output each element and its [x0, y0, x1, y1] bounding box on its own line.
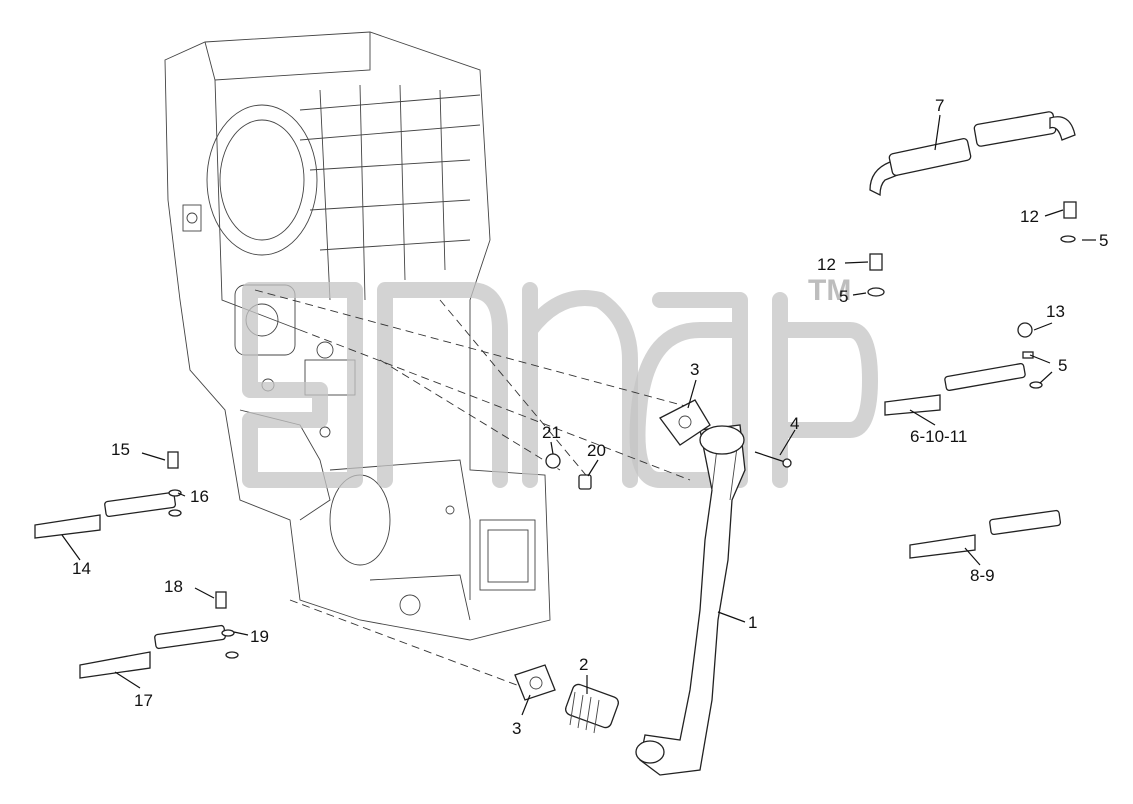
callout-3-lower: 3	[512, 719, 521, 738]
washer-part-21	[545, 453, 561, 469]
callout-14: 14	[72, 559, 91, 578]
gasket-part-3-upper	[659, 399, 711, 446]
fitting-part-15	[167, 451, 179, 469]
callout-17: 17	[134, 691, 153, 710]
callout-4: 4	[790, 414, 799, 433]
callout-12-center: 12	[817, 255, 836, 274]
watermark-logo: TM	[242, 274, 878, 488]
plug-part-20	[578, 474, 592, 490]
callout-5-right: 5	[1099, 231, 1108, 250]
callout-1: 1	[748, 613, 757, 632]
gasket-part-3-lower	[514, 664, 556, 701]
callout-18: 18	[164, 577, 183, 596]
callout-7: 7	[935, 96, 944, 115]
callout-13: 13	[1046, 302, 1065, 321]
hose-part-7	[869, 111, 1076, 197]
callout-6-10-11: 6-10-11	[910, 427, 967, 446]
callout-5-lower: 5	[1058, 356, 1067, 375]
callout-19: 19	[250, 627, 269, 646]
callout-8-9: 8-9	[970, 566, 995, 585]
fitting-part-18	[215, 591, 227, 609]
callout-labels: 1 2 3 3 4 5 5 5 7 8-9 6-10-11 12 12 13 1…	[72, 96, 1108, 738]
watermark-tm: TM	[808, 274, 851, 307]
callout-3-upper: 3	[690, 360, 699, 379]
assembly-guide-lines	[254, 289, 701, 691]
hose-part-6-10-11	[884, 322, 1043, 416]
fitting-part-12-right	[1060, 201, 1077, 243]
hose-part-14	[34, 451, 182, 539]
hose-part-8-9	[909, 509, 1062, 559]
callout-15: 15	[111, 440, 130, 459]
hose-part-17	[79, 591, 239, 679]
callout-5-center: 5	[839, 287, 848, 306]
leader-lines	[61, 114, 1096, 716]
fitting-part-12-center	[867, 253, 885, 297]
callout-21: 21	[542, 423, 561, 442]
filter-part-2	[565, 683, 619, 734]
bolt-part-4	[754, 451, 792, 468]
callout-2: 2	[579, 655, 588, 674]
callout-20: 20	[587, 441, 606, 460]
suction-pipe-part-1	[635, 424, 746, 776]
callout-16: 16	[190, 487, 209, 506]
callout-12-right: 12	[1020, 207, 1039, 226]
